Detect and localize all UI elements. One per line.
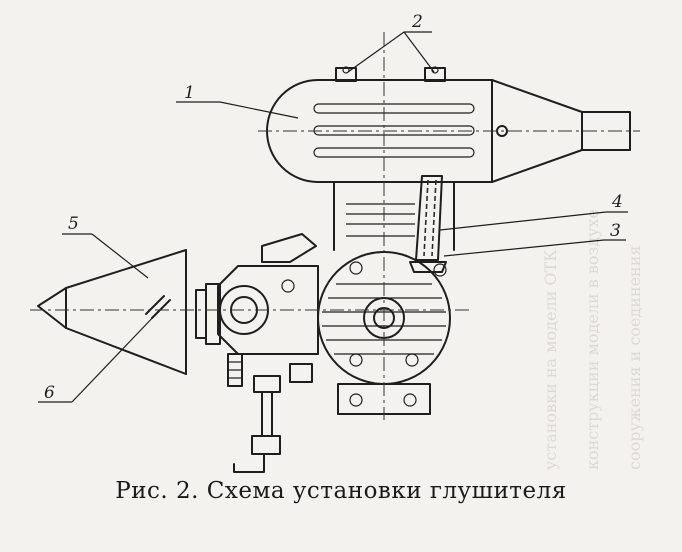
label-2: 2: [411, 12, 423, 32]
bleed-line-3: установки на модели ОТК: [541, 249, 560, 470]
leader-lines: [38, 31, 628, 403]
label-4: 4: [611, 192, 623, 212]
label-6: 6: [44, 383, 55, 403]
engine-cylinder: [333, 181, 455, 251]
centre-lines: [30, 32, 640, 420]
figure-caption: Рис. 2. Схема установки глушителя: [115, 478, 567, 504]
bleed-through-text: сооружения и соединения конструкции моде…: [541, 209, 644, 470]
exhaust-pipe: [409, 175, 447, 273]
needle-valve: [233, 375, 281, 473]
label-5: 5: [68, 214, 79, 234]
muffler-body: [266, 66, 631, 183]
label-3: 3: [610, 221, 621, 241]
bleed-line-1: сооружения и соединения: [625, 246, 644, 470]
part-labels: 1 2 4 3 5 6: [44, 12, 623, 403]
front-cone: [37, 249, 187, 375]
label-1: 1: [184, 83, 195, 103]
bleed-line-2: конструкции модели в воздухе: [583, 209, 602, 470]
